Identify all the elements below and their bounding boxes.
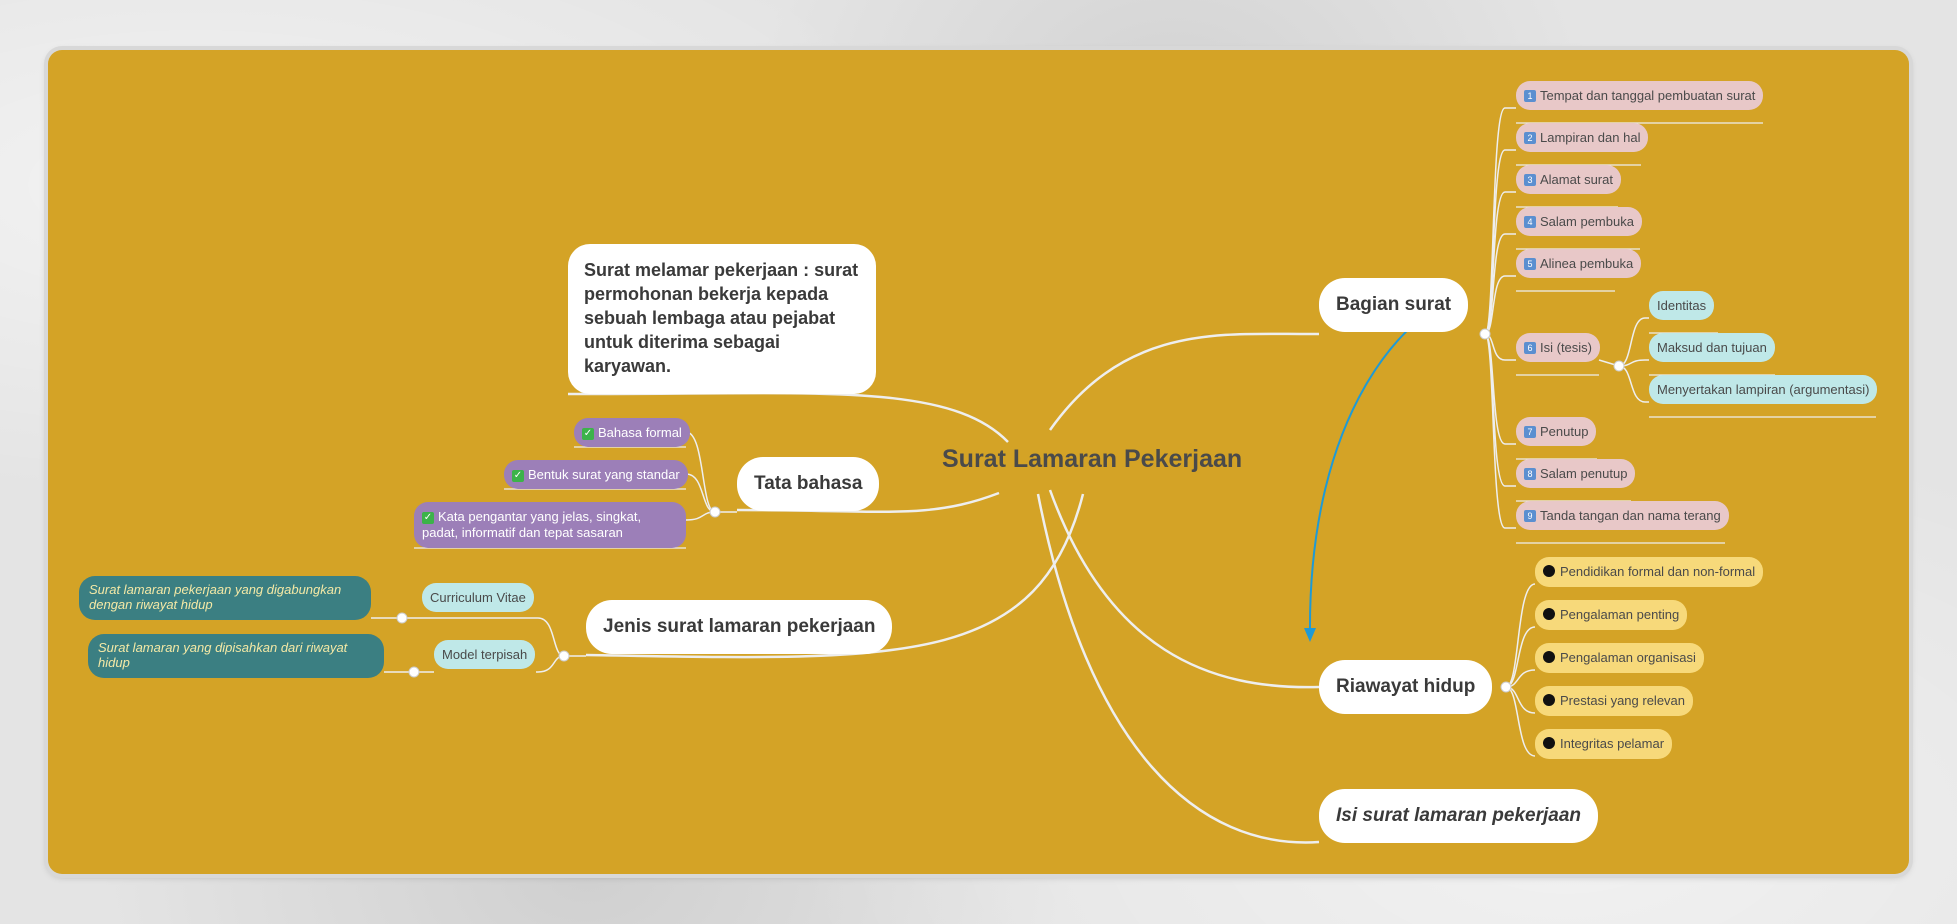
- number-icon: 2: [1524, 132, 1536, 144]
- number-icon: 1: [1524, 90, 1536, 102]
- jenis-item-curriculum-vitae[interactable]: Curriculum Vitae: [422, 583, 534, 612]
- connector: [1484, 233, 1516, 335]
- jenis-detail-model-terpisah[interactable]: Surat lamaran yang dipisahkan dari riway…: [88, 634, 384, 678]
- riwayat-item[interactable]: Prestasi yang relevan: [1535, 686, 1694, 716]
- arrowhead-icon: [1304, 628, 1316, 642]
- connector: [1618, 317, 1649, 367]
- jenis-item-model-terpisah[interactable]: Model terpisah: [434, 640, 536, 669]
- connector: [1618, 365, 1649, 403]
- number-icon: 6: [1524, 342, 1536, 354]
- number-icon: 8: [1524, 468, 1536, 480]
- tata-bahasa-topic[interactable]: Tata bahasa: [737, 457, 880, 511]
- bagian-surat-topic[interactable]: Bagian surat: [1319, 278, 1469, 332]
- check-icon: ✓: [422, 512, 434, 524]
- connector: [585, 493, 1085, 659]
- connector: [1505, 626, 1536, 688]
- tata-bahasa-item[interactable]: ✓Bahasa formal: [574, 418, 690, 447]
- bullet-icon: [1543, 651, 1555, 663]
- connector: [1484, 191, 1516, 335]
- relationship-arrow: [1308, 293, 1465, 635]
- riwayat-item[interactable]: Integritas pelamar: [1535, 729, 1673, 759]
- connector: [1048, 332, 1320, 431]
- connector: [1505, 686, 1536, 757]
- connector: [1048, 489, 1320, 689]
- isi-tesis-item-lampiran[interactable]: Menyertakan lampiran (argumentasi): [1649, 375, 1878, 404]
- connector: [1484, 333, 1516, 529]
- check-icon: ✓: [512, 470, 524, 482]
- definition-topic[interactable]: Surat melamar pekerjaan : surat permohon…: [568, 244, 876, 394]
- riwayat-item[interactable]: Pengalaman penting: [1535, 600, 1688, 630]
- connector: [1505, 583, 1536, 688]
- connector-knob[interactable]: [1500, 681, 1512, 693]
- isi-tesis-item-identitas[interactable]: Identitas: [1649, 291, 1715, 320]
- connector: [1484, 149, 1516, 335]
- number-icon: 5: [1524, 258, 1536, 270]
- connector-knob[interactable]: [709, 506, 721, 518]
- isi-surat-topic[interactable]: Isi surat lamaran pekerjaan: [1319, 789, 1599, 843]
- bullet-icon: [1543, 694, 1555, 706]
- connector: [1484, 107, 1516, 335]
- mind-map-canvas: Surat Lamaran Pekerjaan Surat melamar pe…: [48, 50, 1909, 874]
- bullet-icon: [1543, 737, 1555, 749]
- tata-bahasa-item[interactable]: ✓Bentuk surat yang standar: [504, 460, 688, 489]
- connector: [1036, 493, 1320, 844]
- connector-knob[interactable]: [1613, 360, 1625, 372]
- number-icon: 4: [1524, 216, 1536, 228]
- number-icon: 9: [1524, 510, 1536, 522]
- connector: [685, 473, 716, 513]
- central-topic[interactable]: Surat Lamaran Pekerjaan: [942, 445, 1243, 473]
- riwayat-item[interactable]: Pendidikan formal dan non-formal: [1535, 557, 1764, 587]
- tata-bahasa-item[interactable]: ✓Kata pengantar yang jelas, singkat, pad…: [414, 502, 686, 548]
- jenis-surat-topic[interactable]: Jenis surat lamaran pekerjaan: [586, 600, 893, 654]
- riwayat-hidup-topic[interactable]: Riawayat hidup: [1319, 660, 1493, 714]
- connector-knob[interactable]: [396, 612, 408, 624]
- check-icon: ✓: [582, 428, 594, 440]
- connector-knob[interactable]: [558, 650, 570, 662]
- number-icon: 3: [1524, 174, 1536, 186]
- number-icon: 7: [1524, 426, 1536, 438]
- jenis-detail-curriculum-vitae[interactable]: Surat lamaran pekerjaan yang digabungkan…: [79, 576, 371, 620]
- bullet-icon: [1543, 608, 1555, 620]
- connector-knob[interactable]: [1479, 328, 1491, 340]
- bullet-icon: [1543, 565, 1555, 577]
- connector-knob[interactable]: [408, 666, 420, 678]
- riwayat-item[interactable]: Pengalaman organisasi: [1535, 643, 1704, 673]
- isi-tesis-item-maksud[interactable]: Maksud dan tujuan: [1649, 333, 1775, 362]
- connector: [685, 431, 716, 513]
